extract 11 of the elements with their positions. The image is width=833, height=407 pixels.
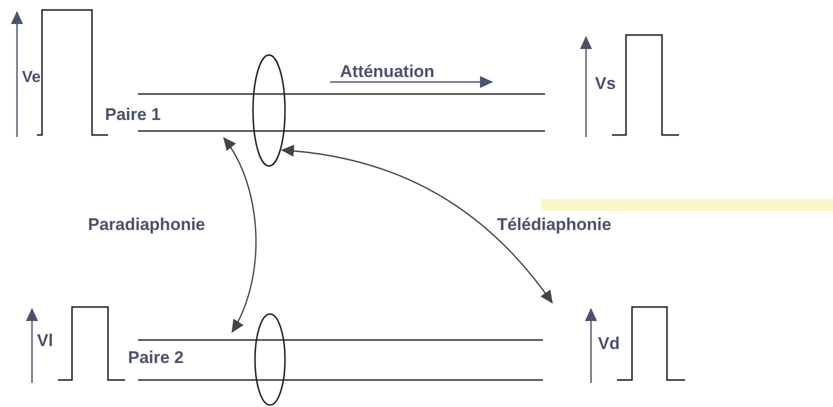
pair-label: Paire 1 <box>105 106 161 123</box>
arrow-label: Atténuation <box>340 63 434 80</box>
crosstalk-arrow <box>280 145 553 304</box>
voltage-label: Vs <box>595 75 616 92</box>
voltage-label: Vl <box>37 332 54 349</box>
edge-label: Paradiaphonie <box>88 216 206 233</box>
voltage-label: Vd <box>598 335 620 352</box>
voltage-label: Ve <box>22 70 41 86</box>
pair-label: Paire 2 <box>128 349 184 366</box>
edge-label: Télédiaphonie <box>497 216 612 233</box>
crosstalk-arrow <box>223 137 256 333</box>
